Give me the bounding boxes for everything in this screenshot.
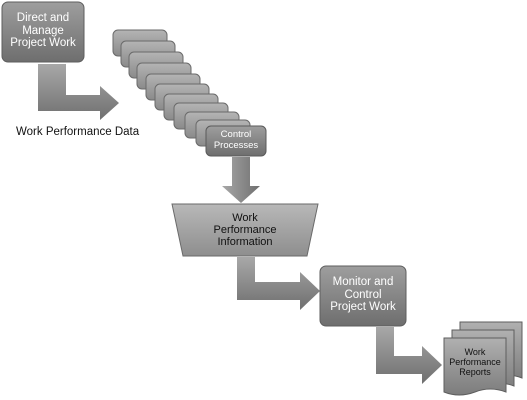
control-processes-stack bbox=[112, 29, 267, 157]
monitor-control-box bbox=[319, 265, 407, 327]
control-processes-label: Control Processes bbox=[213, 129, 259, 151]
work-performance-reports-stack bbox=[443, 321, 523, 396]
arrow-monitor-to-reports bbox=[376, 327, 442, 384]
direct-manage-label: Direct and Manage Project Work bbox=[10, 11, 76, 50]
arrow-direct-to-control bbox=[38, 64, 119, 120]
control-processes-box bbox=[205, 125, 267, 157]
work-performance-data-label: Work Performance Data bbox=[16, 125, 140, 138]
arrow-information-to-monitor bbox=[237, 257, 320, 310]
report-page-front bbox=[443, 337, 507, 396]
direct-manage-box bbox=[1, 1, 85, 63]
work-performance-reports-label: Work Performance Reports bbox=[449, 346, 501, 378]
work-performance-information-label: Work Performance Information bbox=[213, 211, 277, 249]
monitor-control-label: Monitor and Control Project Work bbox=[330, 275, 396, 314]
arrow-control-to-information bbox=[222, 157, 260, 203]
work-performance-information-shape bbox=[171, 203, 319, 257]
